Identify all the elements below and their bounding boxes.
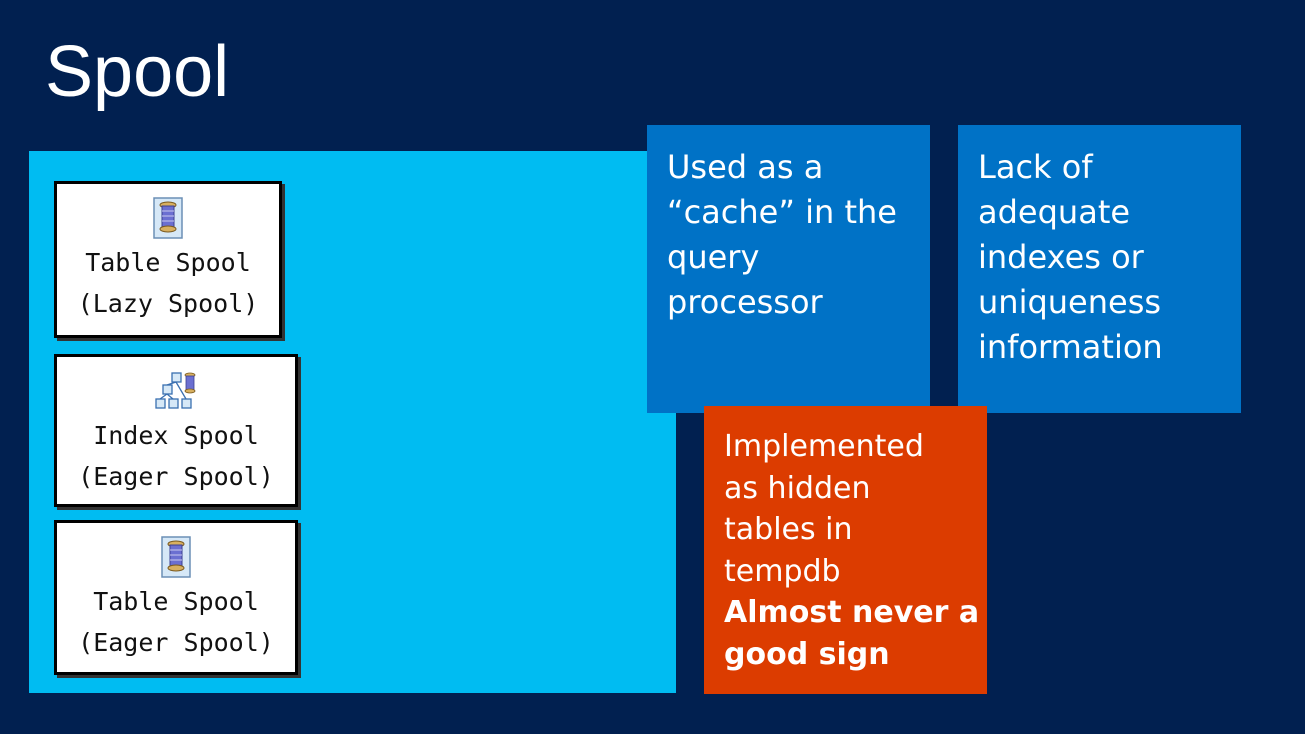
tile-text-line: information [978, 328, 1163, 366]
index-spool-eager-operator: Index Spool (Eager Spool) [54, 354, 298, 507]
tile-text-line: Implemented [724, 429, 924, 464]
tile-text-line: as hidden [724, 470, 871, 506]
operator-name: Table Spool [85, 248, 251, 277]
slide-title: Spool [45, 32, 230, 112]
tile-text-line: tables in [724, 512, 853, 547]
tile-text-line: processor [667, 283, 823, 321]
tile-text-line: Lack of [978, 148, 1093, 186]
tile-emphasis-line: Almost never a [724, 595, 980, 630]
tile-text-line: tempdb [724, 553, 841, 589]
table-spool-icon [161, 533, 191, 581]
operator-mode: (Lazy Spool) [77, 289, 259, 318]
operator-mode: (Eager Spool) [78, 462, 274, 491]
index-spool-icon [152, 367, 200, 415]
tempdb-tile: Implemented as hidden tables in tempdb A… [704, 406, 987, 694]
tile-text-line: “cache” in the [667, 193, 897, 231]
tile-text-line: adequate [978, 193, 1131, 231]
table-spool-icon [153, 194, 183, 242]
operator-mode: (Eager Spool) [78, 628, 274, 657]
operator-label: Table Spool (Lazy Spool) [78, 242, 259, 324]
indexes-tile: Lack of adequate indexes or uniqueness i… [958, 125, 1241, 413]
operator-label: Index Spool (Eager Spool) [78, 415, 274, 497]
cache-tile: Used as a “cache” in the query processor [647, 125, 930, 413]
table-spool-lazy-operator: Table Spool (Lazy Spool) [54, 181, 282, 338]
operator-label: Table Spool (Eager Spool) [78, 581, 274, 663]
tile-text-line: indexes or [978, 238, 1144, 276]
operator-name: Table Spool [93, 587, 259, 616]
table-spool-eager-operator: Table Spool (Eager Spool) [54, 520, 298, 675]
tile-emphasis-line: good sign [724, 636, 890, 672]
operator-name: Index Spool [93, 421, 259, 450]
tile-text-line: uniqueness [978, 283, 1162, 321]
tile-text-line: query [667, 238, 760, 276]
tile-text-line: Used as a [667, 148, 824, 186]
